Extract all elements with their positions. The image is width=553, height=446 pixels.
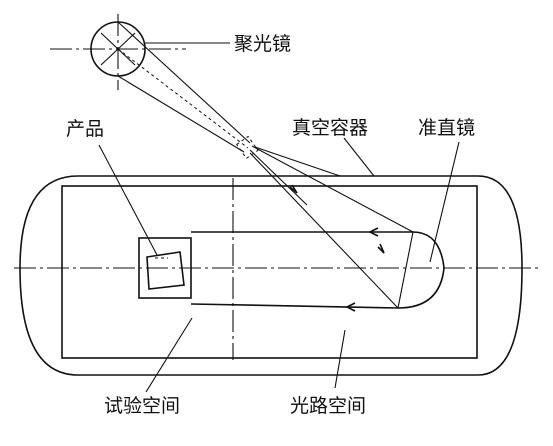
product-label: 产品 xyxy=(66,118,104,140)
diverge-ray-faint xyxy=(254,146,341,177)
optical-space-leader xyxy=(334,329,346,389)
diverge-ray-outer xyxy=(251,145,414,233)
beam-lower xyxy=(190,303,399,309)
diverge-arrow-1 xyxy=(289,184,298,194)
diverge-ray-inner xyxy=(249,152,399,309)
condenser-label: 聚光镜 xyxy=(234,33,291,55)
condenser-ray-upper xyxy=(117,21,251,144)
beam-upper-arrow xyxy=(368,227,379,237)
product-mount xyxy=(138,237,192,299)
beam-lower-arrow xyxy=(345,302,356,312)
condenser-ray-center xyxy=(117,48,249,149)
collimator-leader xyxy=(429,141,460,263)
product-shape xyxy=(146,251,185,290)
vessel-leader xyxy=(343,137,375,177)
collimator-label: 准直镜 xyxy=(418,117,475,139)
collimator-chord xyxy=(397,231,414,309)
focus-window xyxy=(235,135,259,160)
inner-chamber xyxy=(61,185,478,359)
test-space-label: 试验空间 xyxy=(104,395,180,417)
condenser-ray-lower xyxy=(117,75,245,153)
optical-path-space-label: 光路空间 xyxy=(290,395,366,417)
test-space-leader xyxy=(145,317,193,393)
vacuum-vessel-label: 真空容器 xyxy=(292,117,368,139)
product-leader xyxy=(98,144,158,256)
collimator-mirror xyxy=(397,231,445,309)
diverge-arrow-2 xyxy=(377,243,385,254)
vacuum-vessel-outline xyxy=(19,175,523,376)
diverge-ray-mid xyxy=(249,149,308,206)
